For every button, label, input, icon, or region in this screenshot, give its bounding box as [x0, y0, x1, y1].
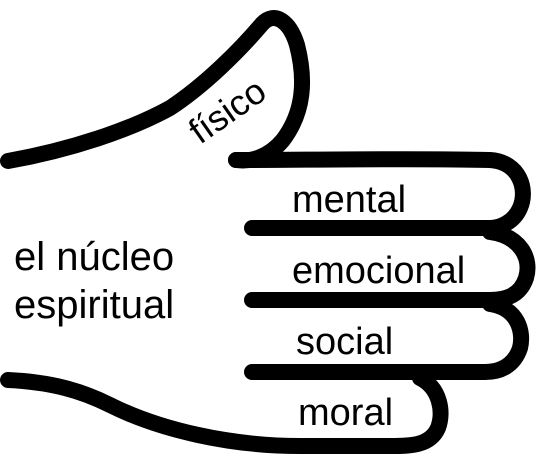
finger-label-moral: moral [298, 392, 393, 434]
palm-label-line1: el núcleo [14, 235, 174, 279]
finger-label-mental: mental [292, 179, 406, 221]
palm-label-line2: espiritual [14, 283, 174, 327]
finger-label-emocional: emocional [292, 250, 465, 292]
finger-label-social: social [296, 321, 393, 363]
